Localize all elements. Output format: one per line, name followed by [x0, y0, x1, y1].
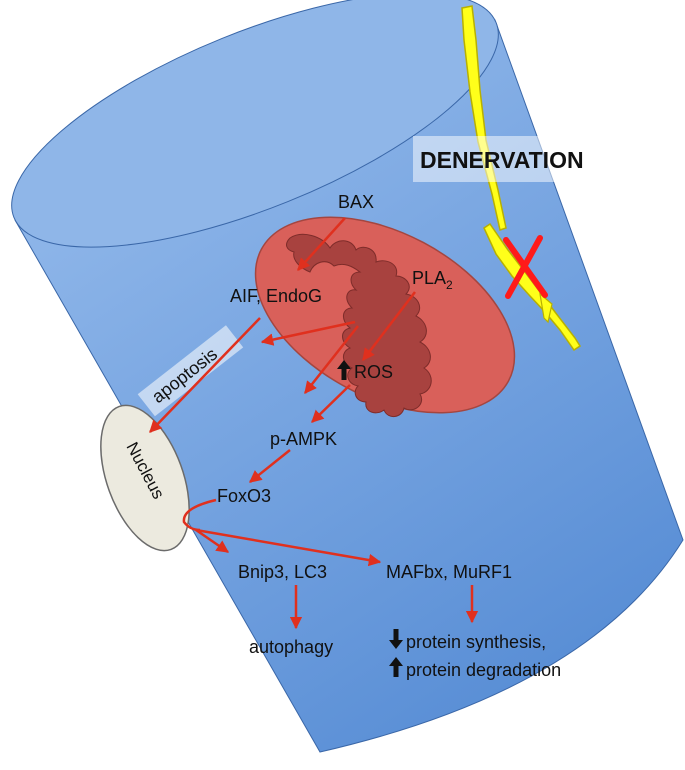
denervation-label: DENERVATION [420, 147, 584, 173]
protein-degradation-group: protein degradation [389, 657, 561, 680]
denervation-label-bg [413, 136, 611, 182]
arrow-ampk-to-foxo3 [249, 449, 291, 483]
mafbx-murf1-label: MAFbx, MuRF1 [386, 562, 512, 582]
arrow-aif-to-nucleus [149, 317, 261, 433]
mitochondrion-cristae [286, 233, 432, 417]
nerve-upper [461, 5, 507, 231]
protein-synthesis-label: protein synthesis, [406, 632, 546, 652]
arrow-foxo3-to-nucleus [182, 498, 217, 532]
nucleus-shape [100, 404, 190, 552]
foxo3-label: FoxO3 [217, 486, 271, 506]
nerve-fiber [461, 5, 582, 352]
cylinder-top-face [11, 0, 499, 248]
arrow-ros-to-ampk [311, 384, 351, 423]
protein-synthesis-group: protein synthesis, [389, 629, 546, 652]
arrow-nucleus-to-mafbx [195, 528, 382, 567]
protein-degradation-label: protein degradation [406, 660, 561, 680]
arrow-bax-to-mito [297, 217, 346, 271]
ros-group: ROS [337, 360, 393, 382]
cross-mark-icon [503, 235, 548, 299]
autophagy-label: autophagy [249, 637, 333, 657]
bax-label: BAX [338, 192, 374, 212]
down-arrow-icon [389, 629, 403, 649]
p-ampk-label: p-AMPK [270, 429, 337, 449]
arrow-nucleus-to-bnip3 [195, 528, 230, 554]
nucleus: Nucleus [100, 404, 190, 552]
up-arrow-icon [337, 360, 351, 380]
nerve-branch [539, 292, 553, 324]
bnip3-lc3-label: Bnip3, LC3 [238, 562, 327, 582]
arrow-mito-to-aif [260, 320, 356, 346]
denervation-label-group: DENERVATION [413, 136, 611, 182]
aif-endog-label: AIF, EndoG [230, 286, 322, 306]
mitochondrion [254, 216, 516, 417]
pathway-arrows [149, 217, 479, 630]
arrow-mito-to-ampk [304, 325, 359, 394]
up-arrow-icon [389, 657, 403, 677]
arrow-pla2-to-ros [362, 291, 416, 361]
pla2-label: PLA2 [412, 268, 453, 292]
ros-label: ROS [354, 362, 393, 382]
apoptosis-label-bg [137, 325, 244, 417]
